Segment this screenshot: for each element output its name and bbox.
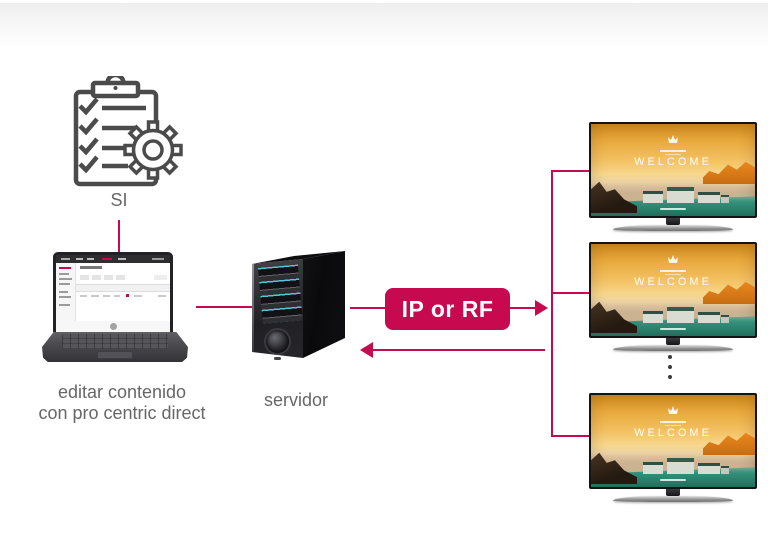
arrowhead-left-icon	[360, 342, 373, 358]
tv-trunk-connector	[551, 170, 553, 437]
laptop-to-server-connector	[196, 306, 254, 308]
resort-buildings-art	[643, 187, 729, 203]
server-power-knob	[266, 330, 289, 353]
gear-icon	[123, 120, 183, 180]
crest-crown-icon	[668, 406, 678, 414]
server-front-edge-highlight	[252, 264, 254, 352]
tv-stand-base	[613, 225, 733, 231]
laptop-screen-ui	[56, 255, 170, 321]
tv-display: WELCOME	[589, 122, 757, 231]
check-icon	[78, 155, 99, 174]
laptop-screen	[53, 252, 173, 332]
arrowhead-right-icon	[535, 300, 548, 316]
check-icon	[78, 117, 99, 136]
tv-branch-connector-3	[551, 435, 589, 437]
resort-buildings-art	[643, 458, 729, 474]
tvs-to-server-return-line	[373, 349, 545, 351]
badge-to-tvs-arrow-line	[510, 307, 536, 309]
ui-menubar	[56, 255, 170, 263]
server-illustration	[250, 246, 350, 366]
ellipsis-dot	[668, 355, 672, 359]
tv-stand-neck	[666, 218, 680, 225]
server-small-button	[274, 357, 281, 360]
dark-rock-art	[591, 301, 637, 333]
hotel-crest-icon	[591, 401, 755, 426]
clipboard-checklist-icon	[73, 76, 183, 187]
tv-stand-neck	[666, 338, 680, 345]
tv-stand-base	[613, 345, 733, 351]
tv-branch-connector-1	[551, 170, 589, 172]
ellipsis-dot	[668, 375, 672, 379]
check-icon	[78, 137, 99, 156]
tv-fineprint-text	[660, 208, 686, 210]
laptop-caption-line2: con pro centric direct	[38, 403, 206, 424]
ip-rf-badge: IP or RF	[385, 288, 510, 330]
dark-rock-art	[591, 181, 637, 213]
crest-crown-icon	[668, 135, 678, 143]
welcome-text: WELCOME	[634, 156, 712, 168]
tv-screen: WELCOME	[589, 242, 757, 338]
server-side-panel	[303, 251, 345, 358]
top-gradient-band	[0, 3, 768, 47]
lg-logo	[109, 323, 117, 330]
server-to-badge-connector	[350, 307, 385, 309]
si-to-laptop-connector	[118, 220, 120, 252]
tv-display: WELCOME	[589, 393, 757, 502]
server-label: servidor	[263, 390, 329, 410]
laptop-bezel-chin	[56, 321, 170, 332]
clipboard-clip-dot	[113, 86, 118, 90]
dark-rock-art	[591, 452, 637, 484]
laptop-base	[42, 332, 188, 362]
tv-fineprint-text	[660, 479, 686, 481]
ui-body	[56, 263, 170, 321]
server-drive-bays	[258, 264, 303, 324]
welcome-text: WELCOME	[634, 427, 712, 439]
tv-branch-connector-2	[551, 292, 589, 294]
tv-display: WELCOME	[589, 242, 757, 351]
welcome-text: WELCOME	[634, 276, 712, 288]
hotel-crest-icon	[591, 130, 755, 155]
check-icon	[78, 97, 99, 116]
badge-label: IP or RF	[401, 295, 494, 322]
ui-sidebar	[56, 263, 76, 321]
laptop-keyboard	[62, 334, 168, 349]
laptop-caption: editar contenido con pro centric direct	[12, 382, 232, 424]
tv-column: WELCOME	[589, 122, 757, 522]
tv-fineprint-text	[660, 328, 686, 330]
tv-stand-neck	[666, 489, 680, 496]
laptop-caption-line1: editar contenido	[57, 382, 187, 402]
resort-buildings-art	[643, 307, 729, 323]
si-label: SI	[110, 190, 128, 210]
ellipsis-dot	[668, 365, 672, 369]
laptop-illustration	[42, 250, 188, 364]
ui-content-table	[76, 263, 170, 321]
tv-screen: WELCOME	[589, 122, 757, 218]
laptop-trackpad	[97, 351, 133, 359]
crest-crown-icon	[668, 255, 678, 263]
vertical-ellipsis-icon	[668, 355, 672, 379]
tv-screen: WELCOME	[589, 393, 757, 489]
hotel-crest-icon	[591, 250, 755, 275]
tv-stand-base	[613, 496, 733, 502]
